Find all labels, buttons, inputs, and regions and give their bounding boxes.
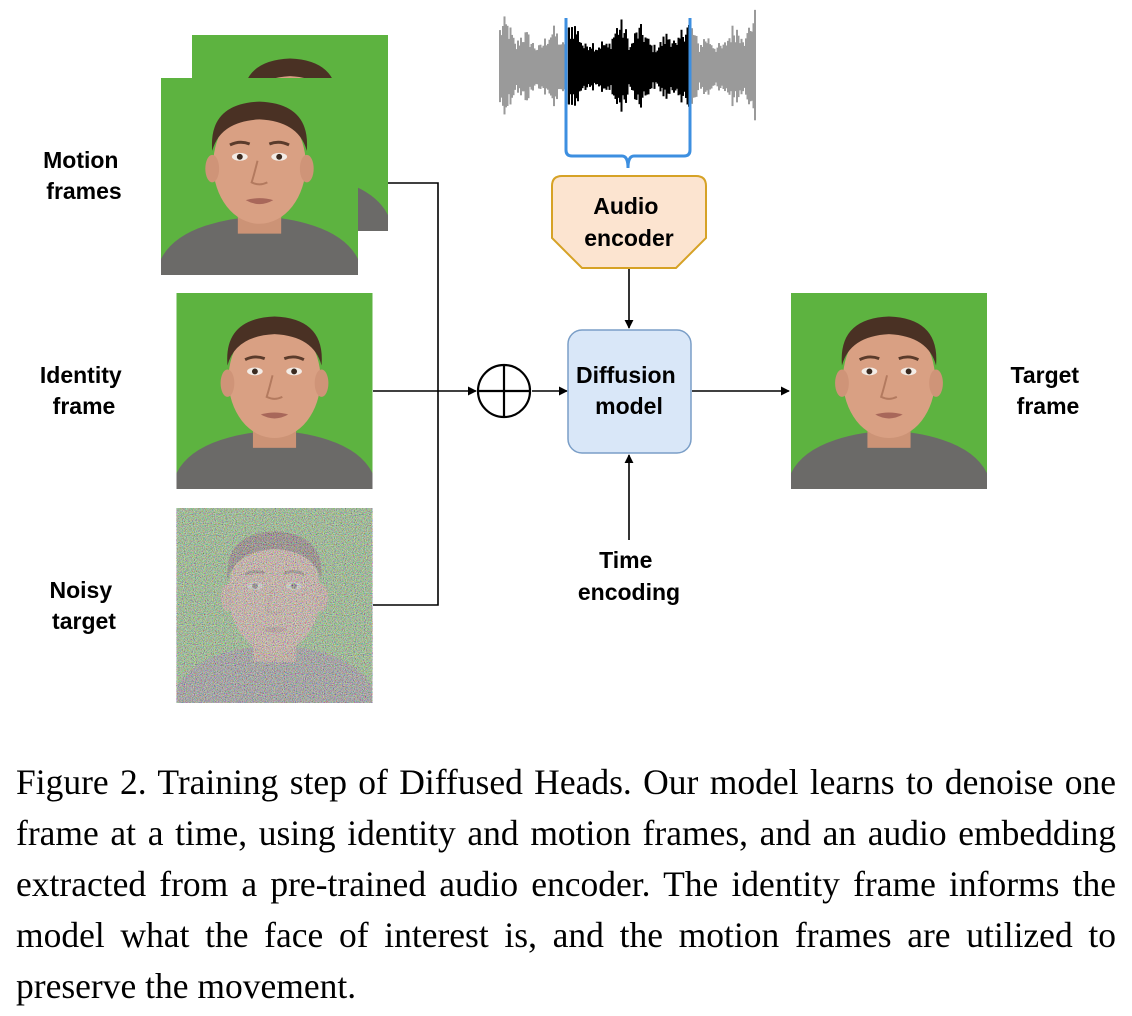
- time-encoding-label: Time encoding: [578, 547, 680, 605]
- connectors: [373, 182, 790, 606]
- noisy-target-image: [176, 508, 373, 703]
- motion-frames-label: Motion frames: [43, 147, 125, 204]
- figure-caption: Figure 2. Training step of Diffused Head…: [16, 762, 1116, 1006]
- diagram: Motion frames Identity frame Noisy targe…: [40, 9, 1086, 703]
- audio-waveform: [499, 9, 756, 121]
- audio-window-bracket: [564, 18, 692, 169]
- diffusion-model-block: [567, 329, 692, 454]
- sum-node: [476, 363, 532, 419]
- audio-encoder-block: [551, 175, 707, 269]
- target-frame-image: [786, 293, 992, 489]
- target-frame-label: Target frame: [1011, 362, 1086, 419]
- motion-frames-image: [156, 35, 393, 275]
- audio-encoder-label: Audio encoder: [584, 193, 674, 251]
- noisy-target-label: Noisy target: [49, 577, 118, 634]
- diffusion-model-label: Diffusion model: [576, 362, 682, 419]
- identity-frame-image: [172, 293, 378, 489]
- identity-frame-label: Identity frame: [40, 362, 128, 419]
